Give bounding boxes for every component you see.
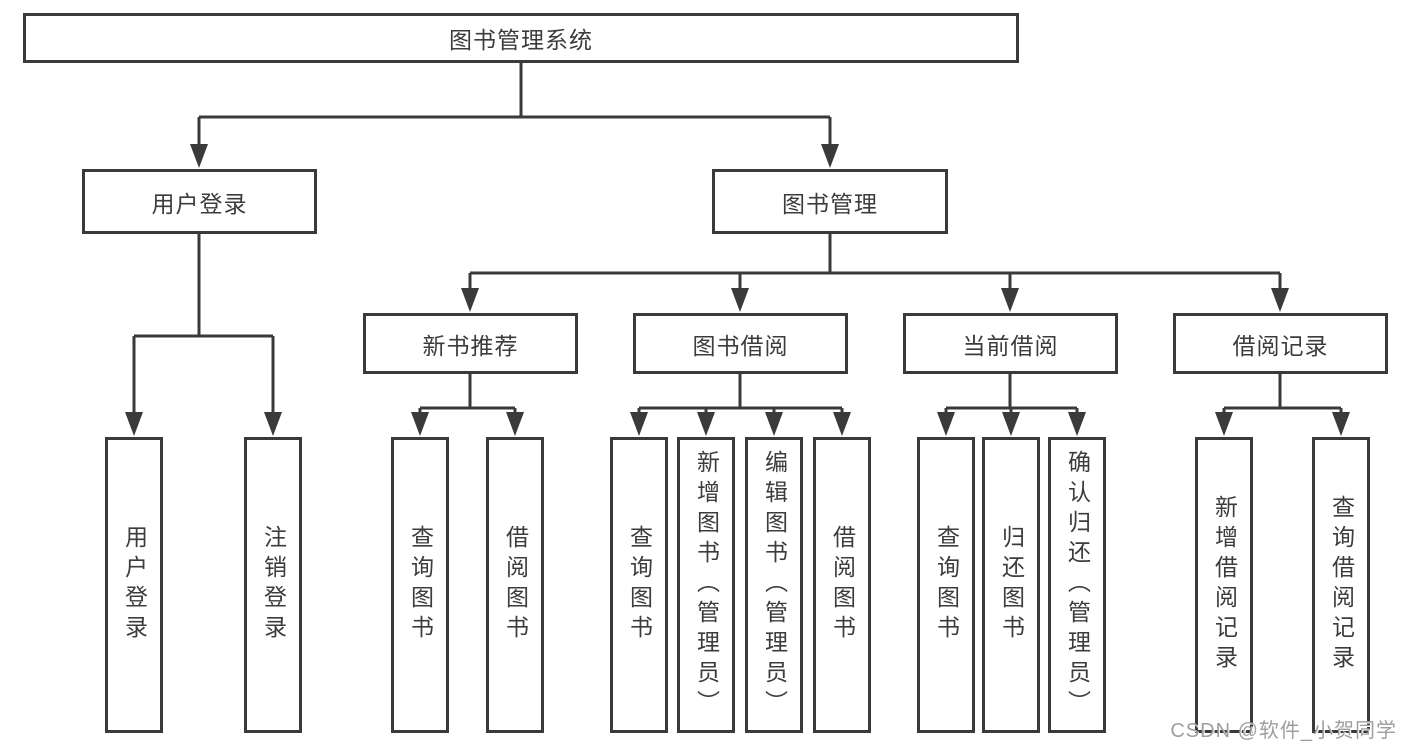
leaf-user-login: 用户登录 — [105, 437, 163, 733]
node-new-book-recommend: 新书推荐 — [363, 313, 578, 374]
connector-group0-to-leaves — [411, 374, 524, 436]
connector-manage-to-level3 — [461, 234, 1289, 312]
node-user-login-label: 用户登录 — [151, 190, 248, 217]
leaf-borrow-books: 借阅图书 — [813, 437, 871, 733]
node-new-book-recommend-label: 新书推荐 — [422, 332, 519, 359]
connector-group1-to-leaves — [630, 374, 851, 436]
leaf-recommend-query-books-label: 查询图书 — [407, 525, 434, 645]
leaf-edit-books-admin-label: 编辑图书（管理员） — [761, 450, 788, 720]
node-book-borrow-label: 图书借阅 — [692, 332, 789, 359]
connector-group2-to-leaves — [937, 374, 1086, 436]
leaf-add-borrow-record-label: 新增借阅记录 — [1211, 495, 1238, 675]
leaf-edit-books-admin: 编辑图书（管理员） — [745, 437, 803, 733]
leaf-logout: 注销登录 — [244, 437, 302, 733]
node-root-label: 图书管理系统 — [449, 27, 593, 53]
leaf-user-login-label: 用户登录 — [121, 525, 148, 645]
node-book-management-label: 图书管理 — [782, 190, 878, 217]
csdn-watermark: CSDN @软件_小贺同学 — [1170, 720, 1397, 742]
connector-login-to-leaves — [125, 234, 282, 436]
leaf-return-books-label: 归还图书 — [998, 525, 1025, 645]
node-borrow-records: 借阅记录 — [1173, 313, 1388, 374]
node-current-borrow: 当前借阅 — [903, 313, 1118, 374]
node-current-borrow-label: 当前借阅 — [962, 332, 1059, 359]
leaf-add-books-admin-label: 新增图书（管理员） — [693, 450, 720, 720]
leaf-logout-label: 注销登录 — [260, 525, 287, 645]
leaf-confirm-return-admin: 确认归还（管理员） — [1048, 437, 1106, 733]
node-root-system: 图书管理系统 — [23, 13, 1019, 63]
connector-root-to-level2 — [190, 63, 839, 168]
leaf-query-borrow-record-label: 查询借阅记录 — [1328, 495, 1355, 675]
leaf-recommend-borrow-books-label: 借阅图书 — [502, 525, 529, 645]
leaf-add-borrow-record: 新增借阅记录 — [1195, 437, 1253, 733]
node-borrow-records-label: 借阅记录 — [1232, 332, 1329, 359]
connector-group3-to-leaves — [1215, 374, 1350, 436]
leaf-current-query-books: 查询图书 — [917, 437, 975, 733]
leaf-query-borrow-record: 查询借阅记录 — [1312, 437, 1370, 733]
leaf-borrow-books-label: 借阅图书 — [829, 525, 856, 645]
leaf-add-books-admin: 新增图书（管理员） — [677, 437, 735, 733]
node-user-login: 用户登录 — [82, 169, 317, 234]
leaf-return-books: 归还图书 — [982, 437, 1040, 733]
leaf-recommend-borrow-books: 借阅图书 — [486, 437, 544, 733]
leaf-recommend-query-books: 查询图书 — [391, 437, 449, 733]
node-book-borrow: 图书借阅 — [633, 313, 848, 374]
leaf-borrow-query-books: 查询图书 — [610, 437, 668, 733]
leaf-borrow-query-books-label: 查询图书 — [626, 525, 653, 645]
leaf-current-query-books-label: 查询图书 — [933, 525, 960, 645]
node-book-management: 图书管理 — [712, 169, 948, 234]
leaf-confirm-return-admin-label: 确认归还（管理员） — [1064, 450, 1091, 720]
